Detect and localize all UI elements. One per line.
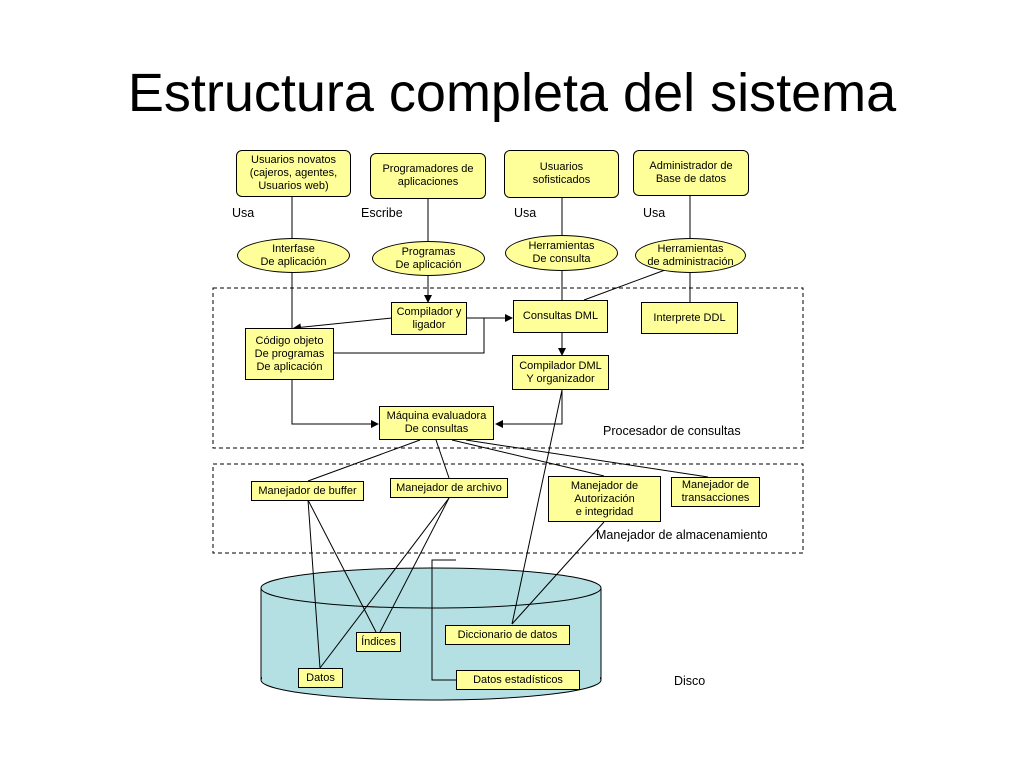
compiler-linker-box: Compilador y ligador [391, 302, 467, 335]
transaction-manager-box: Manejador de transacciones [671, 477, 760, 507]
page-title: Estructura completa del sistema [127, 63, 897, 123]
app-programmers-box: Programadores de aplicaciones [370, 153, 486, 199]
query-processor-label: Procesador de consultas [603, 424, 741, 438]
admin-tools-ellipse: Herramientas de administración [635, 238, 746, 273]
storage-manager-label: Manejador de almacenamiento [596, 528, 768, 542]
edge-label-naive: Usa [232, 206, 255, 220]
object-code-box: Código objeto De programas De aplicación [245, 328, 334, 380]
buffer-manager-box: Manejador de buffer [251, 481, 364, 501]
app-programs-ellipse: Programas De aplicación [372, 241, 485, 276]
query-tools-ellipse: Herramientas De consulta [505, 235, 618, 271]
auth-manager-box: Manejador de Autorización e integridad [548, 476, 661, 522]
dml-queries-box: Consultas DML [513, 300, 608, 333]
app-interface-ellipse: Interfase De aplicación [237, 238, 350, 273]
statistics-box: Datos estadísticos [456, 670, 580, 690]
data-dictionary-box: Diccionario de datos [445, 625, 570, 645]
dba-box: Administrador de Base de datos [633, 150, 749, 196]
query-processor-region [212, 287, 804, 449]
storage-manager-region [212, 463, 804, 554]
data-box: Datos [298, 668, 343, 688]
file-manager-box: Manejador de archivo [390, 478, 508, 498]
query-engine-box: Máquina evaluadora De consultas [379, 406, 494, 440]
edge-label-dba: Usa [643, 206, 666, 220]
disk-label: Disco [674, 674, 706, 688]
edge-label-programmers: Escribe [361, 206, 403, 220]
ddl-interpreter-box: Interprete DDL [641, 302, 738, 334]
indices-box: Índices [356, 632, 401, 652]
sophisticated-users-box: Usuarios sofisticados [504, 150, 619, 198]
dml-compiler-box: Compilador DML Y organizador [512, 355, 609, 390]
naive-users-box: Usuarios novatos (cajeros, agentes, Usua… [236, 150, 351, 197]
edge-label-sophisticated: Usa [514, 206, 537, 220]
